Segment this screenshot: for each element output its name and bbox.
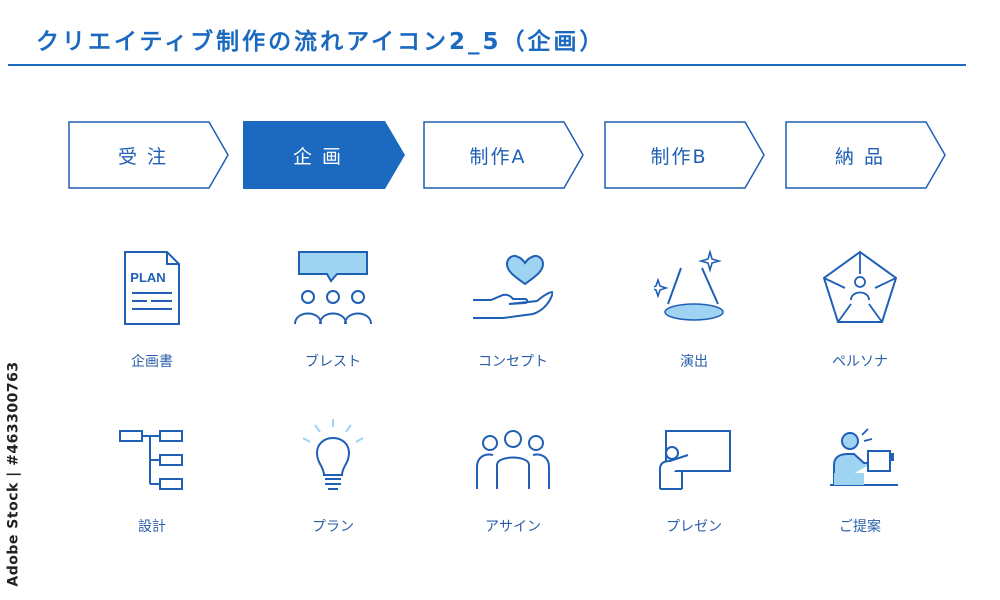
plan-text: PLAN bbox=[130, 270, 165, 285]
stock-id-text: Adobe Stock | #463300763 bbox=[6, 361, 23, 587]
icon-design: 設計 bbox=[77, 413, 227, 563]
proposal-desk-icon bbox=[830, 428, 898, 486]
plan-document-icon: PLAN bbox=[124, 251, 180, 325]
flow-step-order: 受 注 bbox=[68, 121, 232, 189]
icon-label: ペルソナ bbox=[832, 354, 888, 370]
flow-step-label: 企 画 bbox=[292, 145, 344, 168]
icon-presentation: プレゼン bbox=[619, 413, 769, 563]
icon-label: ご提案 bbox=[839, 519, 881, 535]
icon-plan: プラン bbox=[258, 413, 408, 563]
flow-step-delivery: 納 品 bbox=[785, 121, 949, 189]
icon-persona: ペルソナ bbox=[785, 248, 935, 398]
stock-id-watermark: Adobe Stock | #463300763 bbox=[3, 356, 25, 592]
icon-plan-document: PLAN 企画書 bbox=[77, 248, 227, 398]
icon-concept: コンセプト bbox=[438, 248, 588, 398]
icon-assign: アサイン bbox=[438, 413, 588, 563]
page-title: クリエイティブ制作の流れアイコン2_5（企画） bbox=[36, 29, 606, 55]
flow-step-label: 制作A bbox=[469, 145, 527, 168]
lightbulb-icon bbox=[302, 419, 364, 490]
persona-pentagon-icon bbox=[822, 250, 898, 323]
flow-step-planning: 企 画 bbox=[243, 121, 407, 189]
heart-in-hand-icon bbox=[473, 254, 553, 319]
presentation-board-icon bbox=[659, 430, 731, 490]
icon-label: プラン bbox=[312, 519, 354, 535]
icon-label: 設計 bbox=[138, 519, 166, 535]
spotlight-icon bbox=[654, 249, 724, 321]
icon-label: コンセプト bbox=[478, 354, 548, 370]
flow-step-label: 受 注 bbox=[117, 145, 169, 168]
flow-step-production-b: 制作B bbox=[604, 121, 768, 189]
arrow-chevron-icon bbox=[243, 121, 405, 189]
icon-label: アサイン bbox=[485, 519, 541, 535]
icon-label: 演出 bbox=[680, 354, 708, 370]
arrow-chevron-icon bbox=[785, 121, 946, 189]
brainstorm-icon bbox=[294, 251, 372, 325]
flow-step-label: 納 品 bbox=[834, 145, 886, 168]
icon-label: ブレスト bbox=[305, 354, 361, 370]
arrow-chevron-icon bbox=[423, 121, 584, 189]
icon-direction: 演出 bbox=[619, 248, 769, 398]
icon-label: 企画書 bbox=[131, 354, 173, 370]
icon-brainstorm: ブレスト bbox=[258, 248, 408, 398]
arrow-chevron-icon bbox=[68, 121, 229, 189]
team-icon bbox=[476, 430, 550, 489]
icon-proposal: ご提案 bbox=[785, 413, 935, 563]
arrow-chevron-icon bbox=[604, 121, 765, 189]
icon-label: プレゼン bbox=[666, 519, 722, 535]
flow-step-label: 制作B bbox=[650, 145, 708, 168]
title-underline bbox=[8, 64, 966, 66]
flow-step-production-a: 制作A bbox=[423, 121, 587, 189]
structure-tree-icon bbox=[119, 430, 183, 490]
